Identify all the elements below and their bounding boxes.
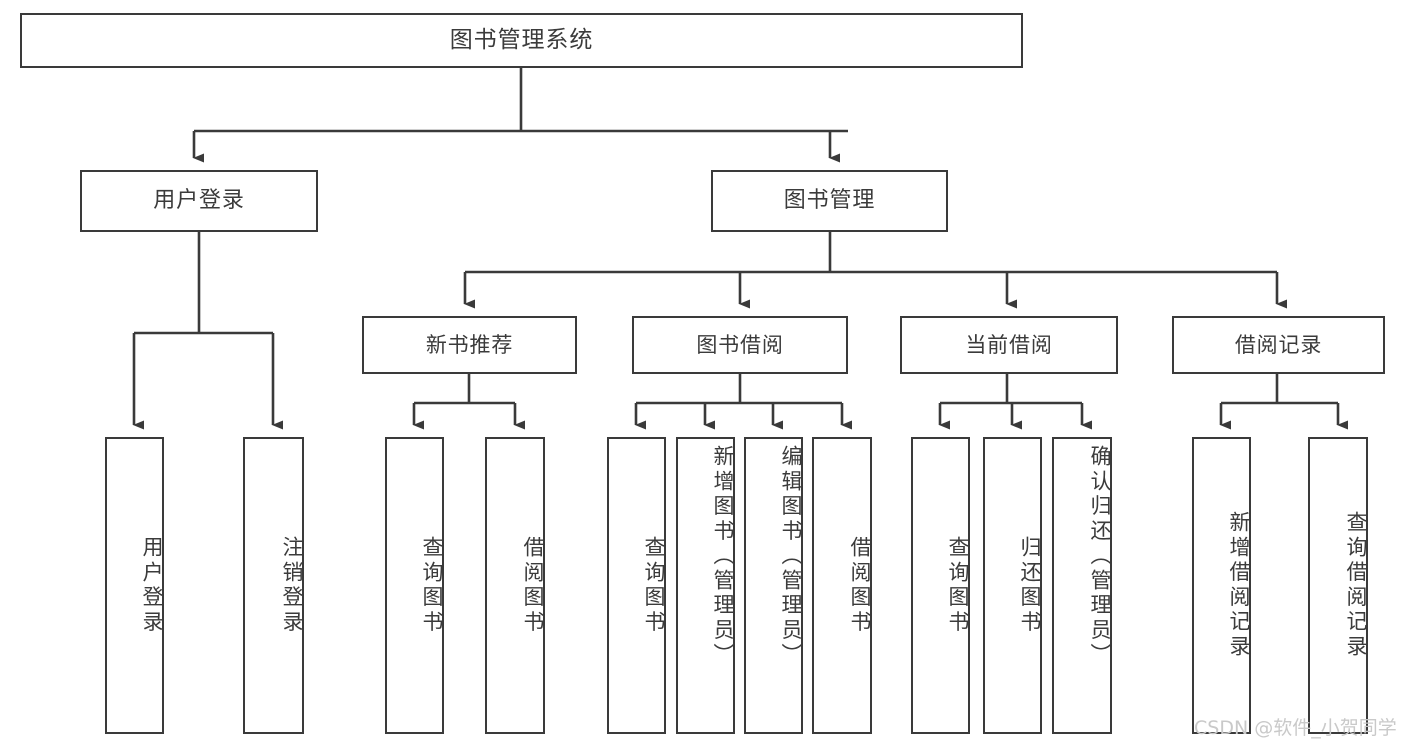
- node-new-book-recommend[interactable]: 新书推荐: [362, 316, 577, 374]
- node-label: 查询图书: [420, 535, 444, 636]
- node-label: 用户登录: [153, 188, 245, 214]
- node-label: 确认归还（管理员）: [1088, 445, 1112, 669]
- edge-borrowrecord-to-leaves: [1219, 374, 1348, 430]
- leaf-edit-book-admin[interactable]: 编辑图书（管理员）: [744, 437, 803, 734]
- node-label: 用户登录: [140, 535, 164, 636]
- node-label: 借阅图书: [521, 535, 545, 636]
- node-root-system[interactable]: 图书管理系统: [20, 13, 1023, 68]
- node-label: 当前借阅: [965, 332, 1053, 357]
- node-label: 图书管理系统: [449, 27, 594, 54]
- node-book-management[interactable]: 图书管理: [711, 170, 948, 232]
- edge-bookmgmt-to-level3: [463, 232, 1287, 309]
- node-label: 注销登录: [280, 535, 304, 636]
- leaf-user-login[interactable]: 用户登录: [105, 437, 164, 734]
- leaf-new-query-book[interactable]: 查询图书: [385, 437, 444, 734]
- edge-bookborrow-to-leaves: [634, 374, 852, 430]
- edge-root-to-level2: [192, 68, 848, 163]
- node-label: 新增借阅记录: [1227, 511, 1251, 660]
- edge-userlogin-to-leaves: [132, 232, 283, 430]
- node-label: 归还图书: [1018, 535, 1042, 636]
- node-label: 查询图书: [642, 535, 666, 636]
- node-book-borrow[interactable]: 图书借阅: [632, 316, 848, 374]
- leaf-current-query-book[interactable]: 查询图书: [911, 437, 970, 734]
- node-label: 借阅记录: [1234, 332, 1323, 357]
- leaf-new-borrow-book[interactable]: 借阅图书: [485, 437, 545, 734]
- node-label: 借阅图书: [848, 535, 872, 636]
- node-label: 新书推荐: [425, 332, 514, 357]
- leaf-user-logout[interactable]: 注销登录: [243, 437, 304, 734]
- node-label: 查询图书: [946, 535, 970, 636]
- leaf-query-borrow-record[interactable]: 查询借阅记录: [1308, 437, 1368, 734]
- node-user-login[interactable]: 用户登录: [80, 170, 318, 232]
- edge-currentborrow-to-leaves: [938, 374, 1092, 430]
- node-label: 编辑图书（管理员）: [779, 445, 803, 669]
- leaf-add-book-admin[interactable]: 新增图书（管理员）: [676, 437, 735, 734]
- leaf-borrow-query-book[interactable]: 查询图书: [607, 437, 666, 734]
- node-current-borrow[interactable]: 当前借阅: [900, 316, 1118, 374]
- leaf-borrow-lend-book[interactable]: 借阅图书: [812, 437, 872, 734]
- leaf-add-borrow-record[interactable]: 新增借阅记录: [1192, 437, 1251, 734]
- edge-newbook-to-leaves: [412, 374, 525, 430]
- watermark-text: CSDN @软件_小贺同学: [1194, 717, 1397, 739]
- leaf-return-book[interactable]: 归还图书: [983, 437, 1042, 734]
- node-label: 图书借阅: [696, 332, 784, 357]
- leaf-confirm-return-admin[interactable]: 确认归还（管理员）: [1052, 437, 1112, 734]
- node-label: 图书管理: [783, 188, 876, 214]
- node-borrow-record[interactable]: 借阅记录: [1172, 316, 1385, 374]
- node-label: 新增图书（管理员）: [711, 445, 735, 669]
- node-label: 查询借阅记录: [1344, 511, 1368, 660]
